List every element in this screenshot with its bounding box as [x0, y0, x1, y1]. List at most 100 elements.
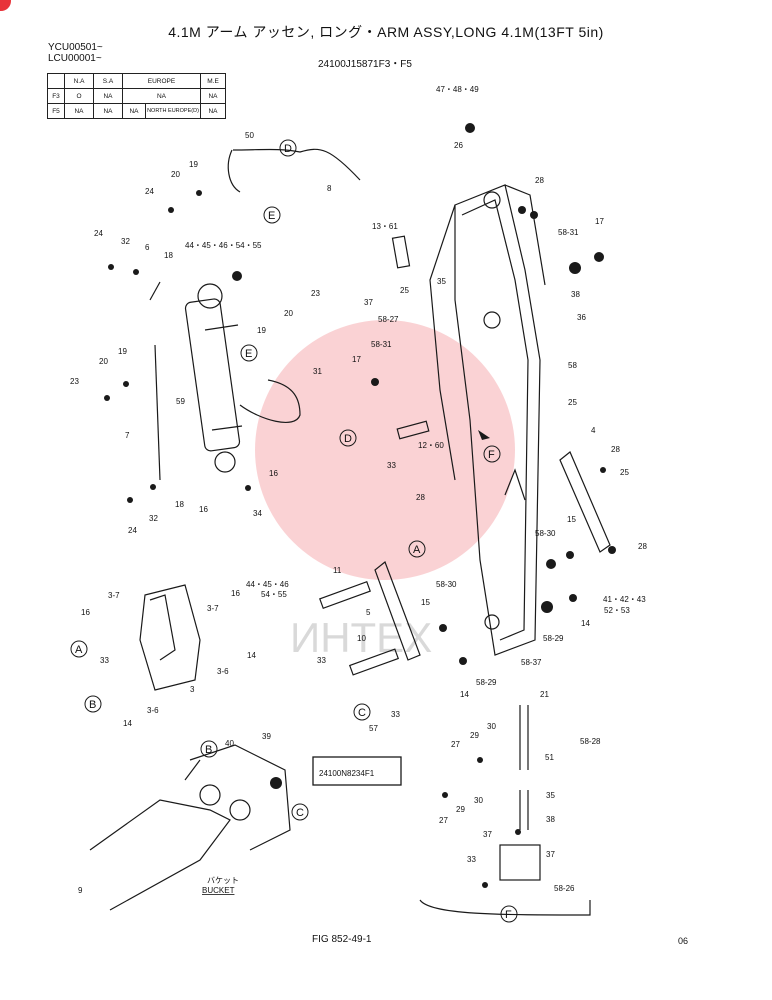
arrow-indicator — [478, 430, 490, 440]
callout: 28 — [638, 542, 647, 551]
callout: 32 — [121, 237, 130, 246]
callout: 51 — [545, 753, 554, 762]
callout: 19 — [118, 347, 127, 356]
callout: 33 — [391, 710, 400, 719]
callout: 11 — [333, 566, 342, 575]
callout: 24 — [145, 187, 154, 196]
figure-number: FIG 852-49-1 — [312, 934, 372, 945]
callout: 37 — [546, 850, 555, 859]
callout: 35 — [437, 277, 446, 286]
callout: 16 — [199, 505, 208, 514]
callout: 3-7 — [108, 591, 120, 600]
assembly-part-number: 24100J15871F3・F5 — [318, 59, 412, 70]
circle-ref-b-left-label: B — [89, 699, 96, 711]
callout: 38 — [571, 290, 580, 299]
circle-ref-a-left — [70, 640, 88, 658]
callout: 52・53 — [604, 606, 630, 615]
callout: 33 — [100, 656, 109, 665]
callout: 27 — [451, 740, 460, 749]
callout: 38 — [546, 815, 555, 824]
callout: 44・45・46・54・55 — [185, 241, 262, 250]
circle-ref-b-left — [84, 695, 102, 713]
callout: 18 — [164, 251, 173, 260]
callout: 58-26 — [554, 884, 575, 893]
circle-ref-c-mid-label: C — [358, 707, 366, 719]
bracket-f-group — [419, 899, 591, 916]
callout: 54・55 — [261, 590, 287, 599]
arm-cylinder — [184, 283, 243, 473]
hose-8 — [232, 148, 361, 181]
bucket-label-jp: バケット — [207, 876, 239, 885]
callout: 58-30 — [535, 529, 556, 538]
callout: 26 — [454, 141, 463, 150]
page-title: 4.1M アーム アッセン, ロング・ARM ASSY,LONG 4.1M(13… — [168, 24, 604, 40]
callout: 3 — [190, 685, 195, 694]
pin-12 — [396, 420, 430, 440]
callout: 35 — [546, 791, 555, 800]
circle-ref-f-mid-label: F — [488, 449, 495, 461]
circle-ref-d-mid — [339, 429, 357, 447]
callout: 40 — [225, 739, 234, 748]
callout: 47・48・49 — [436, 85, 479, 94]
callout: 37 — [364, 298, 373, 307]
circle-ref-b-bot-label: B — [205, 744, 212, 756]
callout: 39 — [262, 732, 271, 741]
callout: 58-31 — [371, 340, 392, 349]
circle-ref-b-bot — [200, 740, 218, 758]
callout: 10 — [357, 634, 366, 643]
callout: 30 — [474, 796, 483, 805]
circle-ref-e-mid — [240, 344, 258, 362]
callout: 12・60 — [418, 441, 444, 450]
hardware-parts — [104, 123, 616, 888]
pipe-6 — [149, 281, 161, 301]
callout: 32 — [149, 514, 158, 523]
circle-ref-a-mid — [408, 540, 426, 558]
callout: 20 — [284, 309, 293, 318]
callout: 7 — [125, 431, 130, 440]
callout: 15 — [421, 598, 430, 607]
callout: 50 — [245, 131, 254, 140]
callout: 3-6 — [147, 706, 159, 715]
valve-block — [499, 844, 541, 881]
callout: 33 — [317, 656, 326, 665]
pin-11 — [319, 580, 371, 610]
callout: 16 — [231, 589, 240, 598]
callout: 58-31 — [558, 228, 579, 237]
callout: 24 — [94, 229, 103, 238]
spec-table-row-f5: F5 NA NA NA NORTH EUROPE(D) NA — [47, 103, 226, 119]
callout: 25 — [620, 468, 629, 477]
serial-range-1: YCU00501~ — [48, 42, 103, 53]
callout: 20 — [171, 170, 180, 179]
bucket — [89, 744, 291, 911]
callout: 5 — [366, 608, 371, 617]
callout: 6 — [145, 243, 150, 252]
hose-31 — [239, 379, 301, 424]
callout: 57 — [369, 724, 378, 733]
callout: 58-29 — [476, 678, 497, 687]
callout: 3-7 — [207, 604, 219, 613]
circle-ref-c-bot — [291, 803, 309, 821]
callout: 37 — [483, 830, 492, 839]
callout: 13・61 — [372, 222, 398, 231]
circle-ref-c-mid — [353, 703, 371, 721]
circle-ref-f-mid — [483, 445, 501, 463]
circle-ref-e-top — [263, 206, 281, 224]
callout: 17 — [595, 217, 604, 226]
callout: 18 — [175, 500, 184, 509]
callout: 23 — [311, 289, 320, 298]
callout: 9 — [78, 886, 83, 895]
circle-ref-f-bot — [500, 905, 518, 923]
callout: 16 — [269, 469, 278, 478]
callout: 28 — [416, 493, 425, 502]
callout: 41・42・43 — [603, 595, 646, 604]
circle-ref-a-left-label: A — [75, 644, 83, 656]
callout: 14 — [247, 651, 256, 660]
circle-ref-d-top — [279, 139, 297, 157]
watermark-logo — [255, 320, 515, 580]
callout: 59 — [176, 397, 185, 406]
circle-ref-c-bot-label: C — [296, 807, 304, 819]
callout: 33 — [467, 855, 476, 864]
callout: 15 — [567, 515, 576, 524]
callout: 24 — [128, 526, 137, 535]
link-5 — [374, 561, 421, 661]
